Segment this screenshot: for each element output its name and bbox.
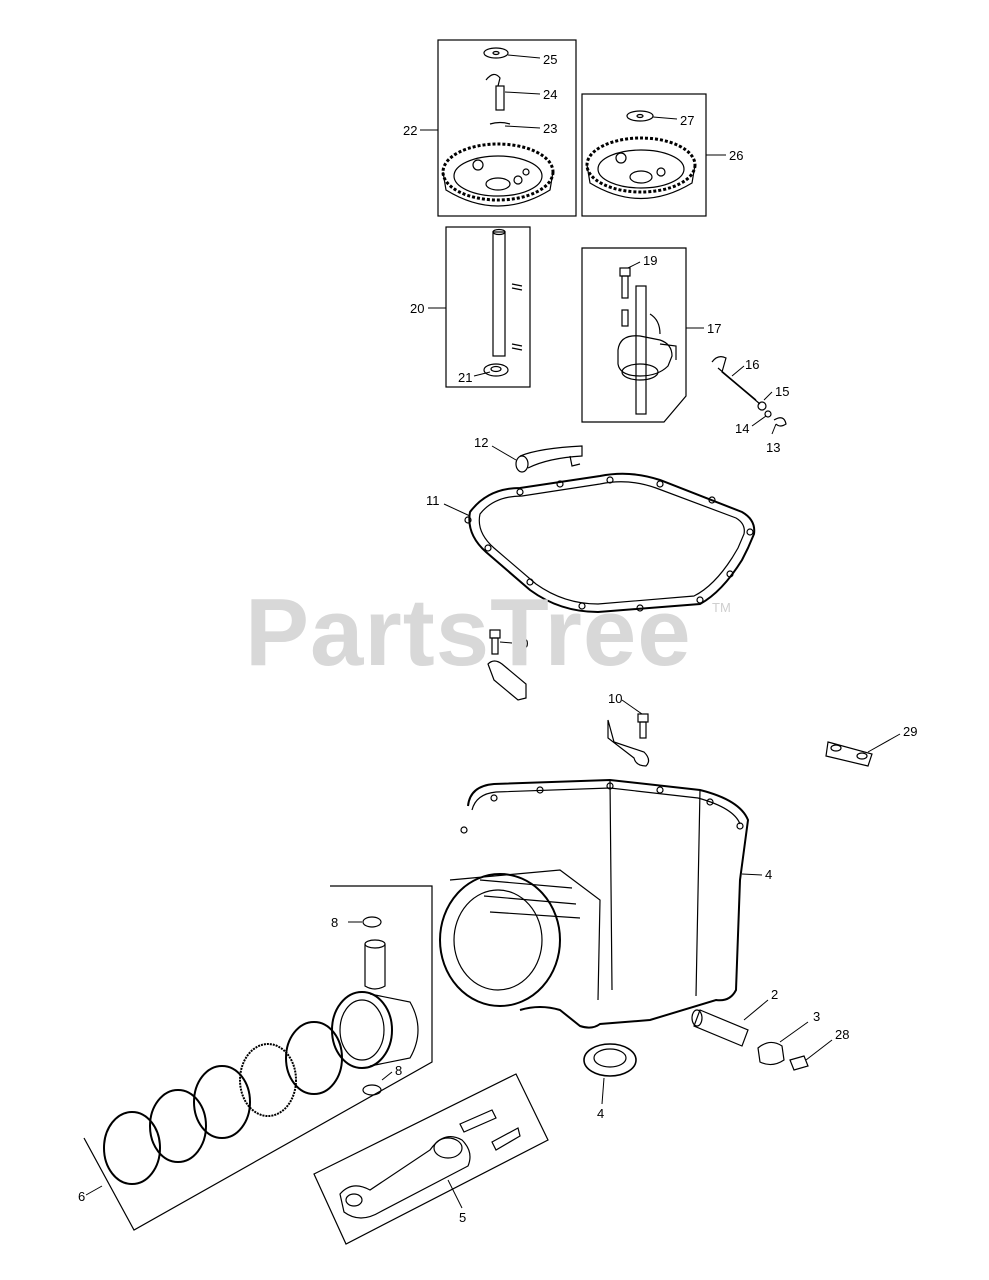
piston-pin xyxy=(364,939,386,990)
washer-27 xyxy=(626,110,654,122)
cam-gear-22 xyxy=(441,142,555,207)
pin-24 xyxy=(485,73,505,111)
oil-seal-4 xyxy=(583,1043,637,1077)
callout-20: 20 xyxy=(410,301,425,316)
piston-rings-6 xyxy=(103,1021,343,1185)
washer-15 xyxy=(757,401,767,411)
callout-17: 17 xyxy=(707,321,722,336)
callout-26: 26 xyxy=(729,148,744,163)
shaft-20 xyxy=(492,228,523,357)
cam-gear-26 xyxy=(585,136,697,199)
callout-5: 5 xyxy=(459,1210,467,1225)
callout-15: 15 xyxy=(775,384,790,399)
callout-8-upper: 8 xyxy=(331,915,339,930)
washer-14 xyxy=(764,410,772,418)
callout-25: 25 xyxy=(543,52,558,67)
clip-13 xyxy=(773,417,787,427)
callout-24: 24 xyxy=(543,87,558,102)
dipstick-tube-12 xyxy=(515,445,583,473)
piston-group-bracket xyxy=(83,885,433,1231)
connecting-rod-box xyxy=(313,1073,549,1245)
callout-10-upper: 10 xyxy=(514,636,529,651)
gasket-11 xyxy=(464,472,756,614)
callout-12: 12 xyxy=(474,435,489,450)
callout-27: 27 xyxy=(680,113,695,128)
clip-8-upper xyxy=(362,916,382,928)
governor-assembly-17 xyxy=(617,285,677,415)
callout-6: 6 xyxy=(78,1189,86,1204)
bolt-19 xyxy=(619,267,631,299)
bolt-10-upper xyxy=(487,629,527,701)
washer-21 xyxy=(483,363,509,377)
washer-25 xyxy=(483,47,509,59)
shaft-2 xyxy=(691,1009,749,1047)
clip-8-lower xyxy=(362,1084,382,1096)
callout-2: 2 xyxy=(771,987,779,1002)
callout-3: 3 xyxy=(813,1009,821,1024)
connecting-rod-5 xyxy=(339,1109,521,1219)
callout-4-crankcase: 4 xyxy=(765,867,773,882)
callout-21: 21 xyxy=(458,370,473,385)
callout-19: 19 xyxy=(643,253,658,268)
callout-11: 11 xyxy=(426,493,440,508)
shaft-box-20 xyxy=(445,226,531,388)
crankcase-4 xyxy=(439,778,750,1029)
clip-23 xyxy=(489,121,511,125)
callout-13: 13 xyxy=(766,440,781,455)
callout-8-lower: 8 xyxy=(395,1063,403,1078)
piston xyxy=(331,991,419,1069)
leader-lines xyxy=(85,54,901,1209)
watermark-logo: PartsTree xyxy=(245,579,692,686)
rod-29 xyxy=(825,741,873,767)
callout-22: 22 xyxy=(403,123,418,138)
callout-16: 16 xyxy=(745,357,760,372)
governor-shaft-16 xyxy=(711,356,761,405)
callout-14: 14 xyxy=(735,421,750,436)
callout-4-seal: 4 xyxy=(597,1106,605,1121)
bolt-10-lower xyxy=(607,713,650,767)
watermark-trademark: TM xyxy=(712,600,731,615)
cam-gear-box-22 xyxy=(437,39,577,217)
governor-box-17 xyxy=(581,247,687,423)
callout-10-lower: 10 xyxy=(608,691,623,706)
callout-28: 28 xyxy=(835,1027,850,1042)
callout-29: 29 xyxy=(903,724,918,739)
cap-3 xyxy=(757,1041,785,1066)
plug-28 xyxy=(789,1055,809,1071)
callout-23: 23 xyxy=(543,121,558,136)
